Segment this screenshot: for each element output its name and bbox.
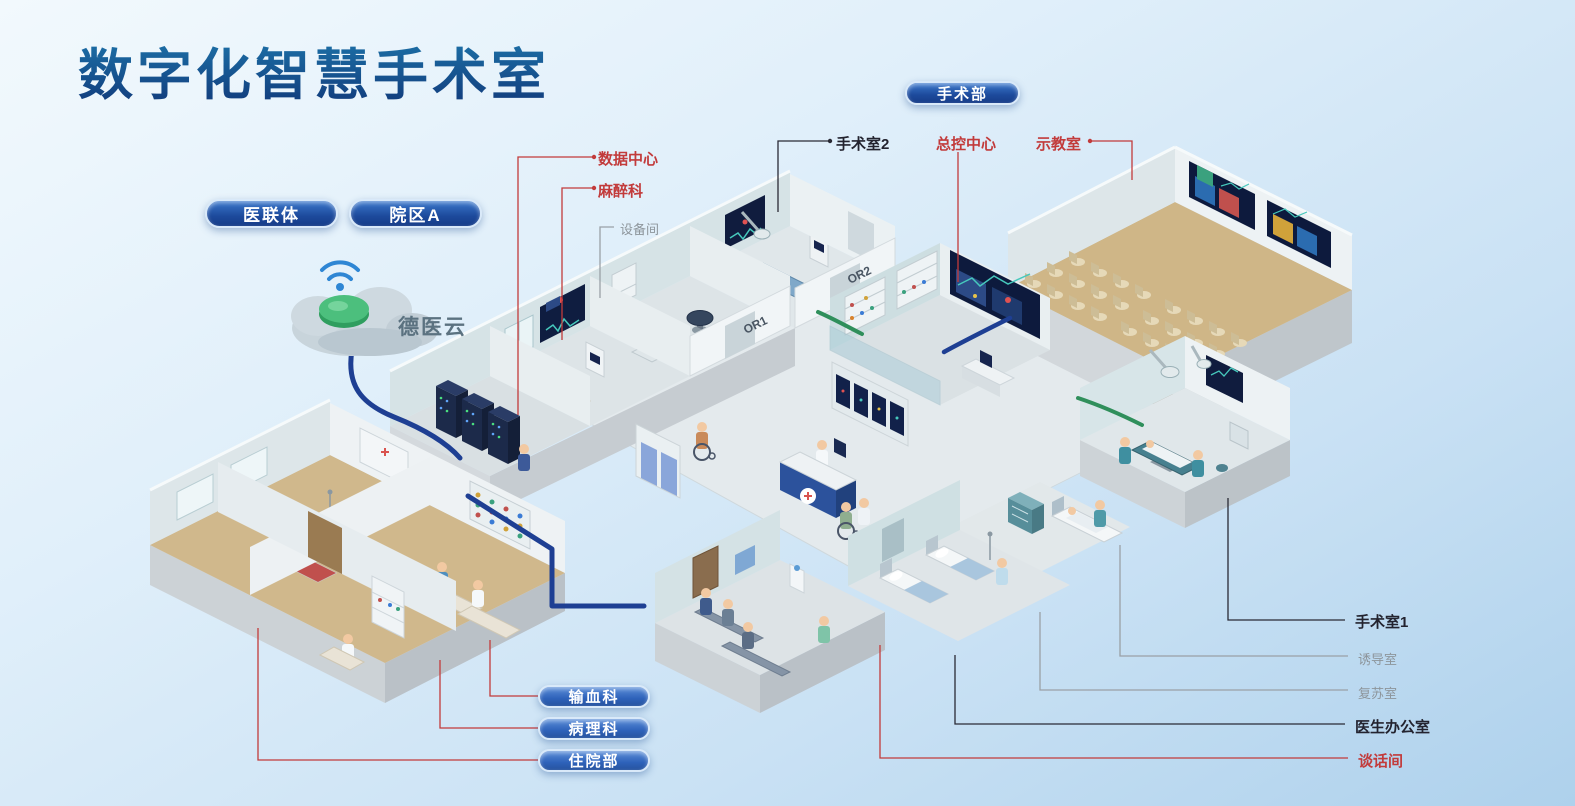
waiting-bench: [720, 641, 792, 677]
nurse-figure: [1094, 500, 1106, 527]
wheelchair-wheel: [693, 443, 711, 461]
wall-monitor: [1206, 355, 1243, 403]
bookshelf: [371, 575, 405, 639]
technician-figure: [518, 444, 530, 471]
medical-cross-icon: [381, 448, 389, 456]
cloud-platform: 德医云: [291, 260, 467, 356]
poster: [735, 545, 755, 575]
surgeon-figure: [1119, 437, 1131, 464]
desk: [318, 646, 366, 671]
doctor-office-corner: [318, 575, 405, 671]
glass-partition: [829, 325, 941, 406]
wifi-icon: [320, 260, 360, 272]
room-control-center: [829, 243, 1050, 406]
cable-green: [816, 310, 864, 336]
cable-navy: [465, 493, 647, 609]
lab-tech-figure: [472, 580, 484, 607]
waiting-patient-figure: [722, 599, 734, 626]
label-demo-room: 示教室: [1036, 136, 1082, 153]
stool: [1216, 464, 1228, 472]
hospital-bed: [878, 558, 950, 604]
surg​ical-light: [1160, 366, 1180, 378]
label-recovery-room: 复苏室: [1358, 686, 1398, 701]
video-wall: [1189, 161, 1255, 230]
medical-cross-icon: [804, 492, 812, 500]
hospital-bed: [924, 535, 996, 581]
iv-stand: [327, 489, 333, 495]
tag-blood-transfusion[interactable]: 输血科: [538, 685, 650, 708]
room-recovery: [848, 480, 1070, 641]
reception-area: [778, 361, 909, 540]
control-video-wall: [950, 250, 1040, 339]
waiting-area: [655, 510, 885, 713]
walking-nurse-figure: [818, 616, 830, 643]
shelf-unit: [844, 276, 886, 336]
room-data-center: [436, 380, 530, 471]
label-equipment-room: 设备间: [620, 222, 660, 237]
corridor-props: [635, 422, 716, 499]
surgeon-figure: [1192, 450, 1204, 477]
equipment-cart: [1229, 421, 1249, 450]
round-table: [686, 310, 714, 326]
tag-campus-a[interactable]: 院区A: [349, 199, 482, 228]
waiting-patient-figure: [742, 622, 754, 649]
waiting-patient-figure: [700, 588, 712, 615]
room-or1: [1080, 336, 1290, 528]
cable-navy: [941, 315, 1013, 355]
attendant-figure: [858, 498, 870, 525]
elevator-door: [661, 452, 677, 496]
cable-navy: [348, 347, 463, 461]
tag-surgery-department[interactable]: 手术部: [905, 81, 1020, 105]
door: [882, 518, 904, 562]
tag-pathology[interactable]: 病理科: [538, 717, 650, 740]
iv-stand: [987, 531, 993, 537]
label-doctors-office: 医生办公室: [1355, 719, 1431, 736]
control-desk: [960, 358, 1016, 386]
window: [176, 473, 214, 521]
video-wall: [1267, 200, 1331, 268]
cable-green: [1076, 396, 1144, 427]
label-induction-room: 诱导室: [1358, 652, 1398, 667]
tag-medical-alliance[interactable]: 医联体: [205, 199, 338, 228]
tag-inpatient[interactable]: 住院部: [538, 749, 650, 772]
door: [848, 211, 874, 262]
label-talk-room: 谈话间: [1358, 753, 1404, 770]
label-operating-room-2: 手术室2: [836, 136, 890, 153]
door: [725, 311, 755, 359]
elevator-door: [641, 442, 657, 486]
door: [308, 511, 342, 574]
shelf-unit: [896, 250, 938, 310]
cloud-name: 德医云: [398, 315, 467, 339]
label-control-center: 总控中心: [936, 136, 997, 153]
server-rack: [488, 406, 520, 464]
lab-desk: [456, 605, 522, 639]
nurse-figure: [996, 558, 1008, 585]
label-operating-room-1: 手术室1: [1355, 614, 1409, 631]
surgical-light: [753, 228, 771, 240]
leader-lines: [257, 138, 1348, 761]
network-cables: [348, 310, 1144, 609]
label-anesthesiology: 麻醉科: [598, 183, 644, 200]
label-data-center: 数据中心: [598, 151, 659, 168]
page-title: 数字化智慧手术室: [78, 30, 550, 110]
water-dispenser: [789, 563, 805, 594]
